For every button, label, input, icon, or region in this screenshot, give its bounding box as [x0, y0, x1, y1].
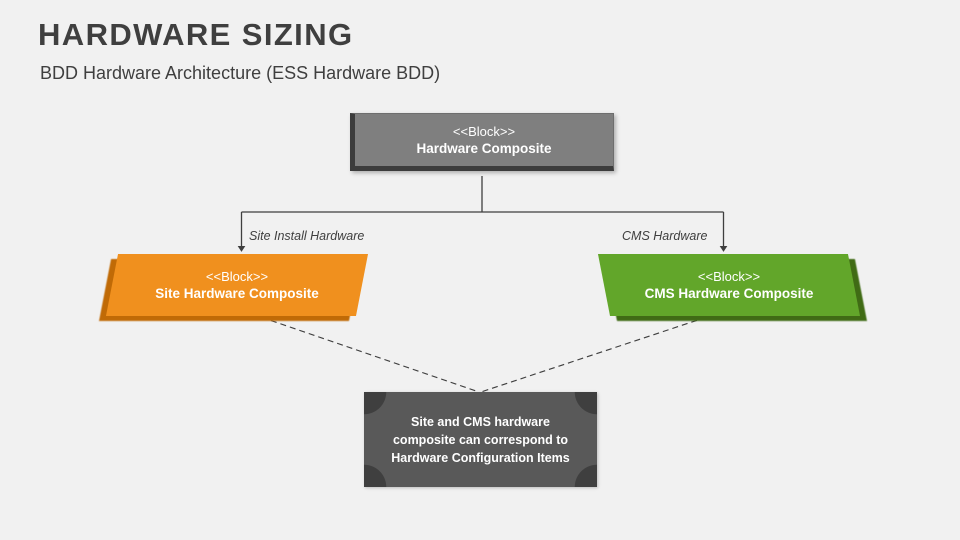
note-line-3: Hardware Configuration Items — [391, 450, 570, 465]
page-title: HARDWARE SIZING — [38, 17, 354, 52]
block-site-hardware-composite[interactable]: <<Block>> Site Hardware Composite — [99, 254, 369, 321]
note-leader-site — [251, 313, 480, 393]
note-line-1: Site and CMS hardware — [411, 414, 550, 429]
block-face-shape — [597, 254, 861, 316]
page-subtitle: BDD Hardware Architecture (ESS Hardware … — [40, 63, 441, 83]
note-box[interactable]: Site and CMS hardware composite can corr… — [364, 392, 597, 487]
block-face-shape — [105, 254, 369, 316]
note-leader-cms — [480, 313, 717, 393]
block-cms-hardware-composite[interactable]: <<Block>> CMS Hardware Composite — [597, 254, 867, 321]
block-name: Hardware Composite — [416, 140, 552, 156]
edge-label-site-install: Site Install Hardware — [249, 229, 365, 243]
edge-label-cms: CMS Hardware — [622, 229, 708, 243]
block-stereotype: <<Block>> — [452, 123, 516, 139]
block-hardware-composite[interactable]: <<Block>> Hardware Composite — [350, 113, 614, 171]
note-line-2: composite can correspond to — [392, 432, 569, 447]
note-text: Site and CMS hardware composite can corr… — [381, 413, 580, 467]
